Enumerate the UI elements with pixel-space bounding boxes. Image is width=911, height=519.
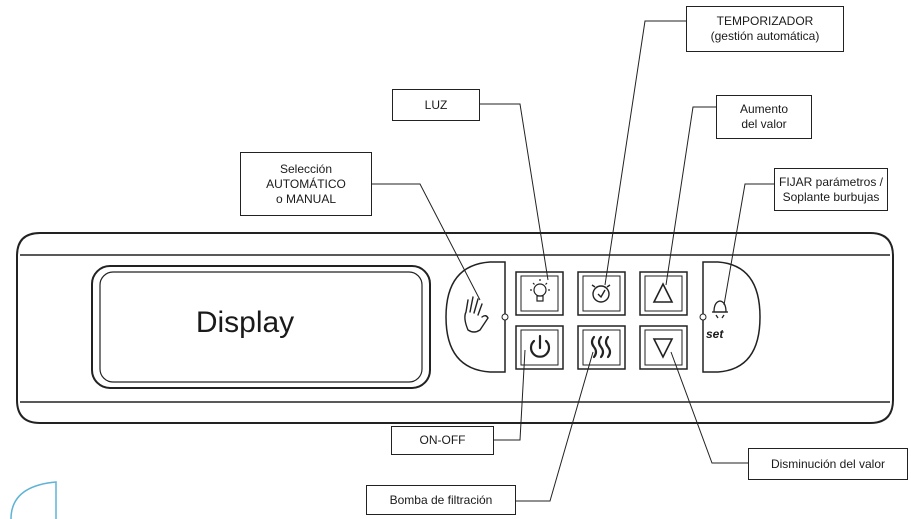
heat-waves-icon <box>590 335 612 359</box>
hand-icon <box>464 296 489 333</box>
callout-fijar-line-2: Soplante burbujas <box>782 189 880 204</box>
power-icon <box>529 334 551 358</box>
callout-luz: LUZ <box>392 89 480 121</box>
leader-lines <box>372 20 774 502</box>
callout-onoff: ON-OFF <box>391 426 494 455</box>
callout-fijar-line-1: FIJAR parámetros / <box>778 174 884 189</box>
callout-disminucion-line-1: Disminución del valor <box>770 456 886 471</box>
callout-seleccion-line-1: Selección <box>279 161 333 176</box>
leader-temporizador <box>604 20 686 286</box>
callout-disminucion: Disminución del valor <box>748 448 908 480</box>
bell-icon <box>712 300 728 319</box>
triangle-up-icon <box>652 282 674 303</box>
callout-seleccion-line-3: o MANUAL <box>275 191 337 206</box>
leader-seleccion <box>372 183 481 301</box>
lightbulb-icon <box>530 279 550 302</box>
panel-body <box>16 232 894 424</box>
alarm-clock-icon <box>591 284 611 303</box>
light-button[interactable] <box>515 271 564 316</box>
display-window <box>91 265 431 389</box>
timer-button[interactable] <box>577 271 626 316</box>
display-window-inner <box>99 271 423 383</box>
leader-fijar <box>723 183 774 306</box>
display-label: Display <box>195 306 295 339</box>
set-label: set <box>706 327 724 341</box>
callout-luz-line-1: LUZ <box>424 97 448 112</box>
callout-bomba: Bomba de filtración <box>366 485 516 515</box>
callout-seleccion-line-2: AUTOMÁTICO <box>266 176 346 191</box>
callout-temporizador-line-2: (gestión automática) <box>710 29 820 43</box>
callout-temporizador-line-1: TEMPORIZADOR <box>716 14 814 28</box>
leader-bomba <box>516 351 594 502</box>
leader-onoff <box>494 349 526 441</box>
callout-seleccion: Selección AUTOMÁTICO o MANUAL <box>240 152 372 216</box>
callout-fijar: FIJAR parámetros / Soplante burbujas <box>774 168 888 211</box>
power-button[interactable] <box>515 325 564 370</box>
callout-aumento: Aumento del valor <box>716 95 812 139</box>
triangle-down-icon <box>652 338 674 359</box>
set-button-shape[interactable] <box>702 261 761 373</box>
pump-button[interactable] <box>577 325 626 370</box>
decorative-arc <box>10 481 57 519</box>
callout-aumento-line-2: del valor <box>741 117 787 131</box>
callout-temporizador: TEMPORIZADOR (gestión automática) <box>686 6 844 52</box>
down-button[interactable] <box>639 325 688 370</box>
leader-luz <box>480 103 549 281</box>
callout-bomba-line-1: Bomba de filtración <box>389 492 493 507</box>
callout-onoff-line-1: ON-OFF <box>419 433 466 447</box>
leader-aumento <box>665 106 716 286</box>
manual-button-shape[interactable] <box>445 261 506 373</box>
leader-disminucion <box>670 351 748 464</box>
up-button[interactable] <box>639 271 688 316</box>
callout-aumento-line-1: Aumento <box>739 102 789 116</box>
